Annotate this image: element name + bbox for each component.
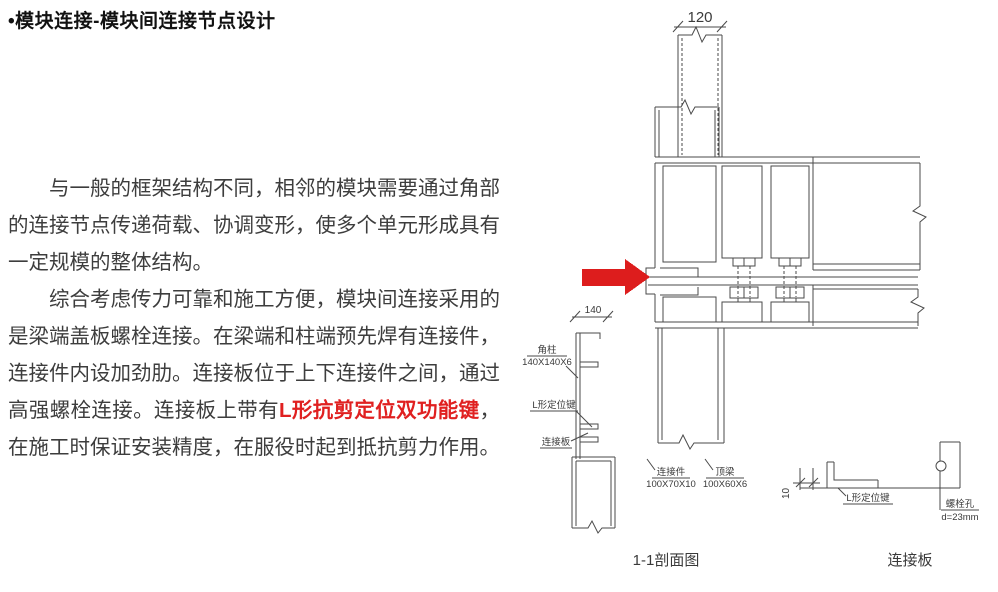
label-top-beam: 顶梁 [715, 466, 735, 478]
label-connector-size: 100X70X10 [646, 479, 696, 490]
top-column-drawing: 120 [672, 9, 728, 157]
dimension-140: 140 [585, 305, 602, 316]
paragraph-1: 与一般的框架结构不同，相邻的模块需要通过角部的连接节点传递荷载、协调变形，使多个… [8, 177, 500, 274]
section-drawing-labels: 角柱 140X140X6 L形定位键 连接板 [522, 344, 576, 448]
main-drawing-labels: 连接件 100X70X10 顶梁 100X60X6 [646, 466, 747, 490]
section-1-1-drawing: 140 [527, 305, 616, 534]
paragraph-2-end: ，在施工时保证安装精度，在服役时起到抵抗剪力作用。 [8, 399, 501, 459]
bolt-assembly-2 [775, 257, 805, 303]
caption-section-1-1: 1-1剖面图 [633, 552, 700, 569]
red-arrow-indicator [582, 259, 650, 295]
body-text-block: 与一般的框架结构不同，相邻的模块需要通过角部的连接节点传递荷载、协调变形，使多个… [8, 170, 500, 466]
paragraph-2-start: 综合考虑传力可靠和施工方便，模块间连接采用的是梁端盖板螺栓连接。在梁端和柱端预先… [8, 288, 500, 422]
plate-detail-labels: L形定位键 螺栓孔 d=23mm [846, 492, 978, 523]
plate-detail-drawing: 10 [781, 441, 979, 511]
label-top-beam-size: 100X60X6 [703, 479, 747, 490]
dimension-10: 10 [781, 487, 792, 499]
paragraph-2: 综合考虑传力可靠和施工方便，模块间连接采用的是梁端盖板螺栓连接。在梁端和柱端预先… [8, 281, 500, 466]
label-bolt-hole: 螺栓孔 [946, 498, 975, 510]
caption-connection-plate: 连接板 [887, 551, 932, 569]
page-title: •模块连接-模块间连接节点设计 [8, 11, 276, 32]
label-l-key-detail: L形定位键 [846, 492, 890, 504]
label-corner-column: 角柱 [537, 344, 557, 356]
label-bolt-hole-size: d=23mm [941, 512, 978, 523]
dimension-120: 120 [687, 9, 712, 26]
bolt-assembly-1 [729, 257, 759, 303]
label-corner-column-size: 140X140X6 [522, 357, 572, 368]
drawing-captions: 1-1剖面图 连接板 [633, 551, 933, 569]
label-l-key-section: L形定位键 [532, 399, 576, 411]
main-node-drawing [645, 98, 927, 471]
label-connector: 连接件 [657, 466, 686, 478]
label-plate-section: 连接板 [542, 436, 571, 448]
highlighted-keyword: L形抗剪定位双功能键 [279, 399, 480, 422]
